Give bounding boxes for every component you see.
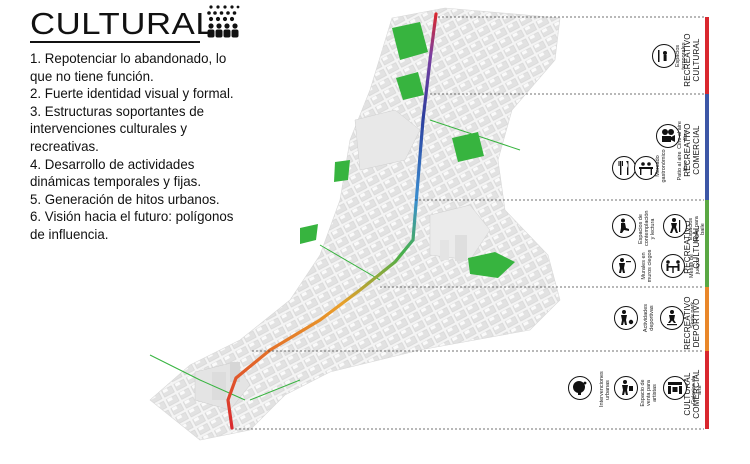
page-title: CULTURAL [30,6,216,41]
icon-caption: Intervenciones urbanas [599,371,611,407]
skate-icon [660,306,684,330]
icon-caption: Murales en muros ciegos [641,249,653,283]
icon-caption: Espacios temporales [675,42,687,70]
sports-icon [614,306,638,330]
urban-axis-map [149,7,704,441]
principle-item: 6. Visión hacia el futuro: polígonos de … [30,209,234,242]
gallery-icon [663,376,687,400]
icon-caption: Espacio de venta para artistas [640,379,658,407]
reading-icon [612,214,636,238]
principle-item: 2. Fuerte identidad visual y formal. [30,86,234,102]
artist-sale-icon [614,376,638,400]
icon-caption: Espacios de contemplación y lectura [638,210,656,246]
icon-caption: Actividades deportivas [643,303,655,333]
design-principles-list: 1. Repotenciar lo abandonado, lo que no … [30,50,248,244]
zone-bar-recreativo-comercial [705,94,709,200]
dance-icon [663,214,687,238]
city-blocks [149,7,561,441]
zone-bar-cultural-comercial [705,351,709,429]
film-camera-icon [656,124,680,148]
cultural-axis-route [226,12,438,430]
icon-caption: Cine al aire libre [677,121,689,149]
icon-caption: Mercado gastronómico [655,149,667,183]
principle-item: 5. Generación de hitos urbanos. [30,191,220,207]
icon-caption: Espacios libres para baile [688,216,706,242]
games-table-icon [661,254,685,278]
icon-caption: Galerías de arte [691,375,703,405]
market-icon [634,156,658,180]
principle-item: 4. Desarrollo de actividades dinámicas t… [30,156,202,190]
dining-icon [612,156,636,180]
icon-caption: Patio al aire libre [677,151,689,181]
mural-icon [612,254,636,278]
zone-bar-recreativo-cultural-2 [705,200,709,287]
principle-item: 1. Repotenciar lo abandonado, lo que no … [30,51,227,84]
principle-item: 3. Estructuras soportantes de intervenci… [30,103,205,154]
zone-bar-recreativo-deportivo [705,287,709,351]
sculpture-icon [568,376,592,400]
theatre-icon [652,44,676,68]
crowd-icon [207,5,240,38]
title-underline [30,41,200,43]
icon-caption: Mesas de juegos [689,254,701,278]
icon-caption: Skate park [690,301,696,329]
green-parks [300,22,515,278]
zone-bar-recreativo-cultural-1 [705,17,709,94]
